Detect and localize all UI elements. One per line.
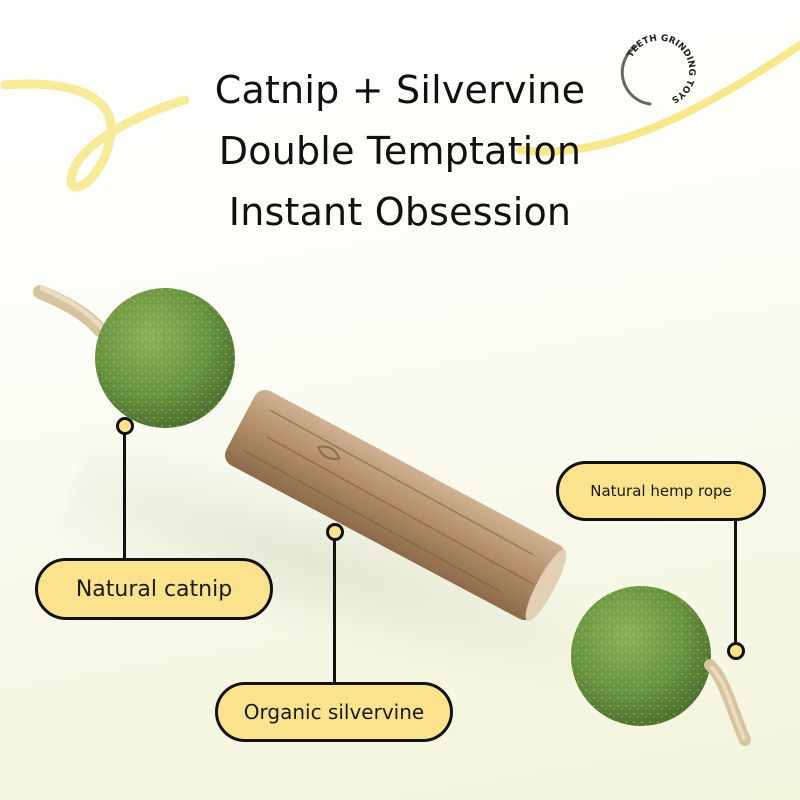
silvervine-callout-dot [326, 523, 344, 541]
catnip-ball-bottom [571, 586, 711, 726]
natural-catnip-text: Natural catnip [75, 576, 233, 602]
headline-line-2: Double Temptation [218, 129, 582, 173]
natural-catnip-label: Natural catnip [35, 558, 273, 620]
natural-hemp-rope-label: Natural hemp rope [556, 461, 766, 521]
headline: Catnip + Silvervine Double Temptation In… [190, 60, 610, 243]
rope-callout-dot [727, 642, 745, 660]
rope-callout-line [734, 519, 737, 644]
hemp-rope-top [33, 285, 107, 337]
silvervine-stick [224, 389, 567, 621]
catnip-ball-top [95, 288, 235, 428]
catnip-callout-dot [116, 417, 134, 435]
organic-silvervine-text: Organic silvervine [243, 700, 425, 724]
catnip-callout-line [123, 432, 126, 560]
headline-line-1: Catnip + Silvervine [214, 68, 586, 112]
organic-silvervine-label: Organic silvervine [215, 682, 453, 742]
silvervine-callout-line [333, 540, 336, 685]
hemp-rope-bottom [704, 659, 751, 746]
teeth-grinding-toys-stamp: TEETH GRINDING TOYS [620, 33, 696, 106]
headline-line-3: Instant Obsession [228, 190, 572, 234]
natural-hemp-rope-text: Natural hemp rope [590, 482, 732, 500]
